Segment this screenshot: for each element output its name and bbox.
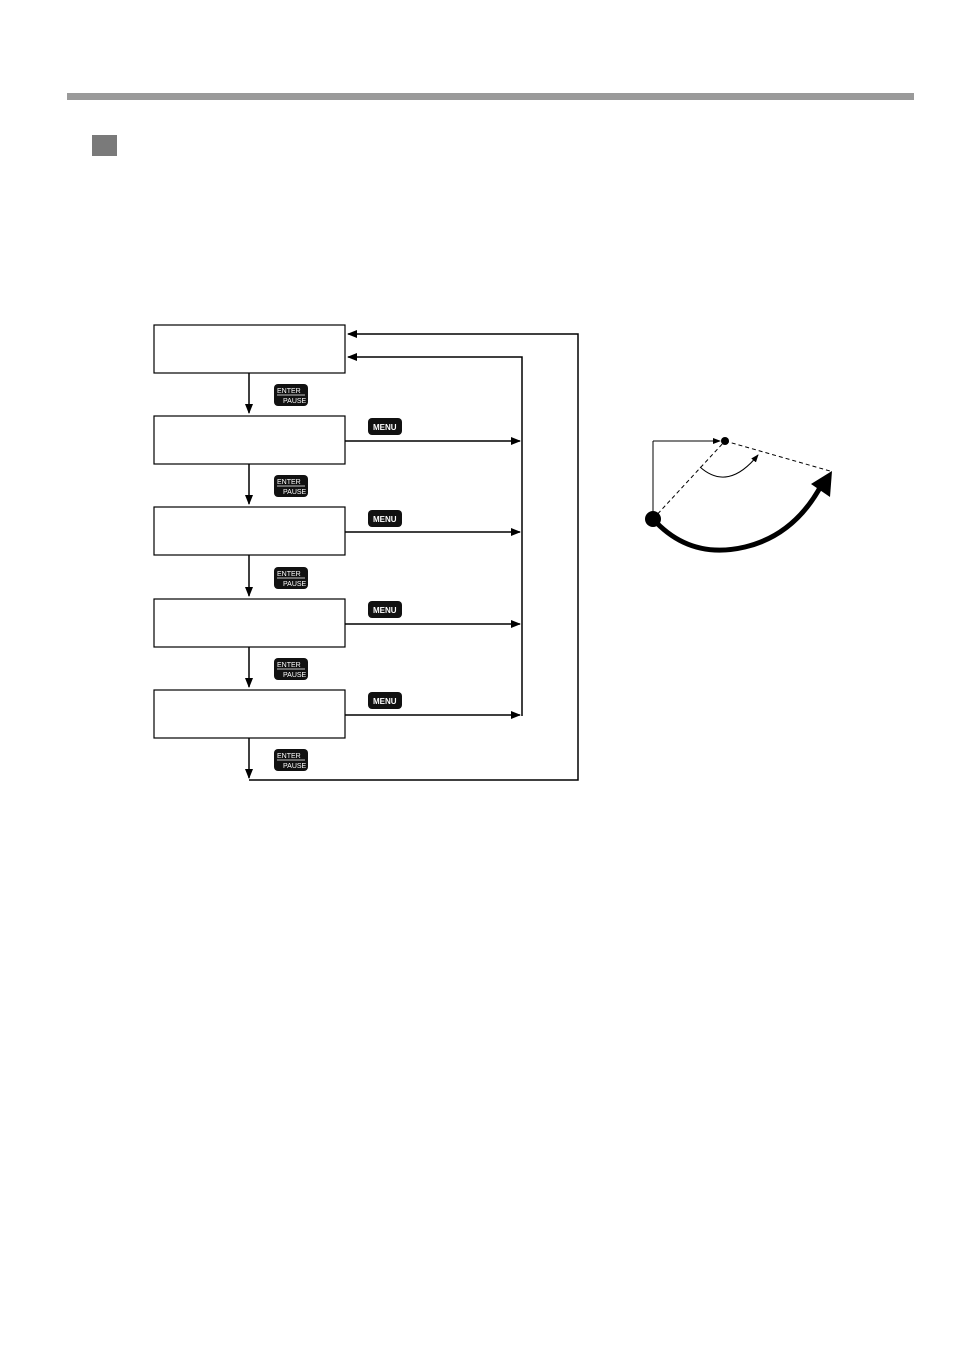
flow-box-4 <box>153 598 346 648</box>
enter-pause-key-4: ENTER PAUSE <box>274 658 308 680</box>
flow-box-5 <box>153 689 346 739</box>
svg-text:ENTER: ENTER <box>277 753 301 760</box>
top-rule <box>67 93 914 100</box>
return-loop-outer <box>249 330 579 781</box>
svg-text:ENTER: ENTER <box>277 388 301 395</box>
flow-box-3 <box>153 506 346 556</box>
svg-text:MENU: MENU <box>373 697 397 706</box>
svg-text:PAUSE: PAUSE <box>283 581 307 588</box>
menu-key-1: MENU <box>368 418 402 435</box>
svg-text:ENTER: ENTER <box>277 571 301 578</box>
return-loop-inner <box>347 353 523 716</box>
svg-text:MENU: MENU <box>373 606 397 615</box>
section-marker <box>92 135 117 156</box>
rotation-illustration <box>645 437 832 553</box>
menu-key-2: MENU <box>368 510 402 527</box>
menu-key-3: MENU <box>368 601 402 618</box>
enter-pause-key-3: ENTER PAUSE <box>274 567 308 589</box>
pivot-dot <box>721 437 729 445</box>
svg-text:PAUSE: PAUSE <box>283 489 307 496</box>
enter-pause-key-2: ENTER PAUSE <box>274 475 308 497</box>
svg-text:ENTER: ENTER <box>277 479 301 486</box>
svg-text:MENU: MENU <box>373 423 397 432</box>
enter-pause-key-1: ENTER PAUSE <box>274 384 308 406</box>
svg-text:PAUSE: PAUSE <box>283 398 307 405</box>
rotation-thick-arc <box>651 482 825 553</box>
menu-key-4: MENU <box>368 692 402 709</box>
rotation-dashed-2 <box>724 440 831 472</box>
svg-text:MENU: MENU <box>373 515 397 524</box>
rotation-dashed-1 <box>652 440 726 520</box>
flow-box-2 <box>153 415 346 465</box>
svg-text:PAUSE: PAUSE <box>283 672 307 679</box>
enter-pause-key-5: ENTER PAUSE <box>274 749 308 771</box>
svg-text:PAUSE: PAUSE <box>283 763 307 770</box>
origin-dot <box>645 511 661 527</box>
svg-text:ENTER: ENTER <box>277 662 301 669</box>
rotation-arrowhead <box>811 471 832 497</box>
flow-box-1 <box>153 324 346 374</box>
rotation-angle-arc <box>699 454 759 478</box>
